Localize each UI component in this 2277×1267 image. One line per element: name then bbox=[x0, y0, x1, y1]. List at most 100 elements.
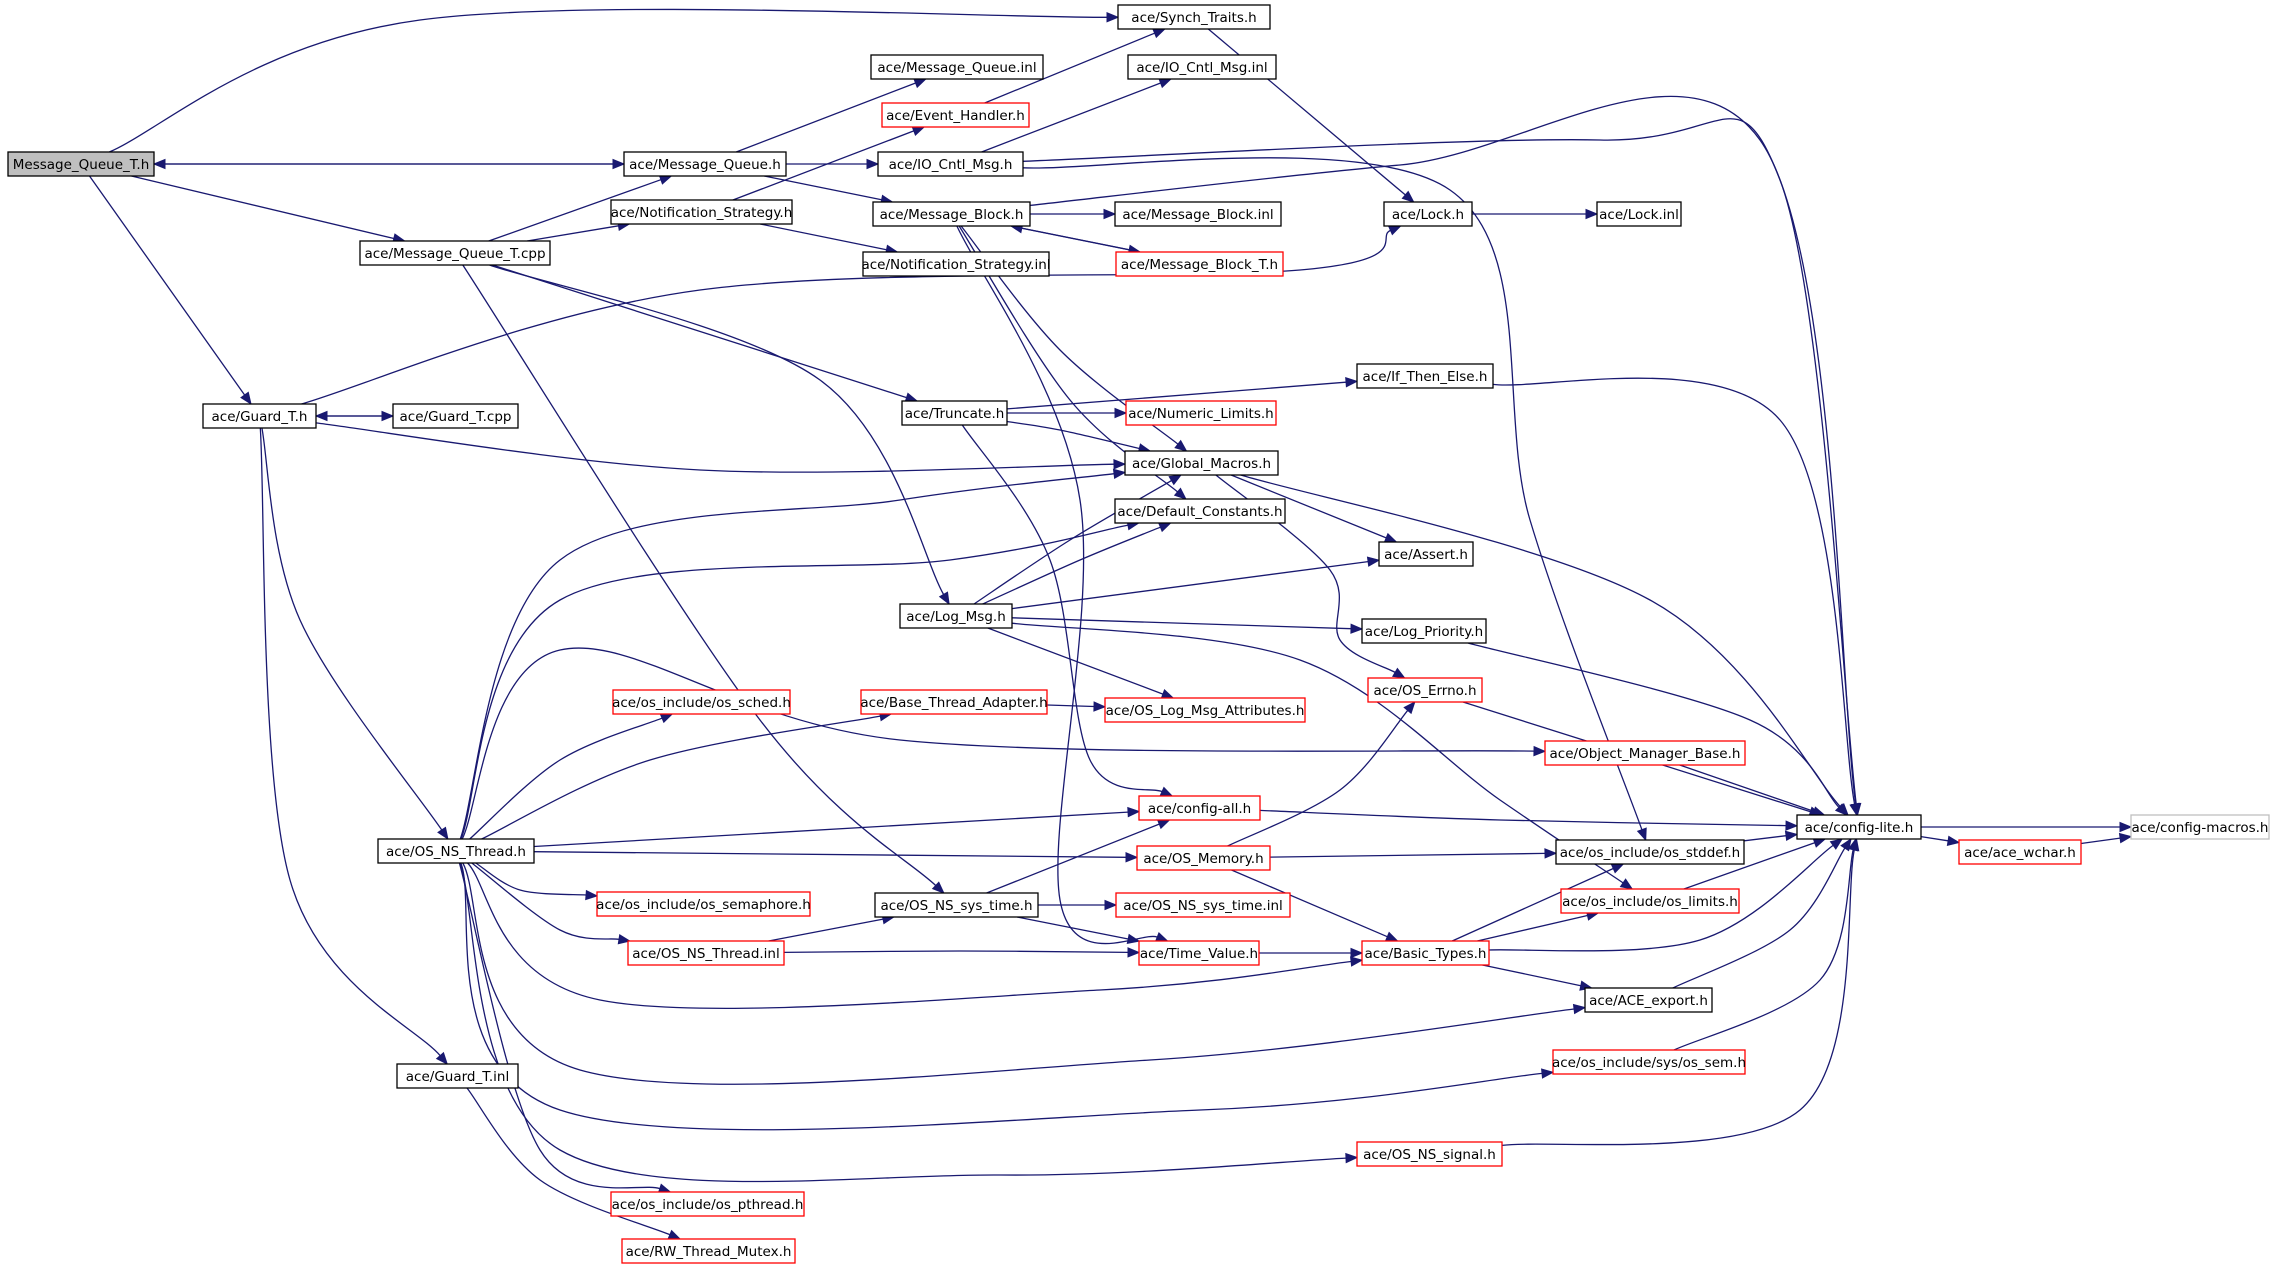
node-os-ns-sys-time-h[interactable]: ace/OS_NS_sys_time.h bbox=[874, 892, 1039, 918]
node-box[interactable] bbox=[612, 689, 791, 715]
node-os-include-sys-os-sem-h[interactable]: ace/os_include/sys/os_sem.h bbox=[1552, 1049, 1746, 1075]
node-box[interactable] bbox=[1114, 201, 1282, 227]
node-box[interactable] bbox=[874, 892, 1039, 918]
node-box[interactable] bbox=[1115, 892, 1291, 918]
node-message-queue-t-h[interactable]: Message_Queue_T.h bbox=[7, 151, 155, 177]
node-box[interactable] bbox=[2130, 814, 2270, 840]
node-box[interactable] bbox=[392, 403, 519, 429]
node-box[interactable] bbox=[1125, 400, 1277, 426]
node-ace-wchar-h[interactable]: ace/ace_wchar.h bbox=[1958, 839, 2082, 865]
node-box[interactable] bbox=[870, 54, 1044, 80]
node-os-ns-thread-h[interactable]: ace/OS_NS_Thread.h bbox=[377, 838, 535, 864]
node-box[interactable] bbox=[202, 403, 317, 429]
node-box[interactable] bbox=[1361, 940, 1490, 966]
node-box[interactable] bbox=[1114, 498, 1286, 524]
node-box[interactable] bbox=[1544, 740, 1746, 766]
node-box[interactable] bbox=[1796, 814, 1922, 840]
node-ace-export-h[interactable]: ace/ACE_export.h bbox=[1584, 987, 1713, 1013]
node-box[interactable] bbox=[1584, 987, 1713, 1013]
node-box[interactable] bbox=[610, 199, 793, 225]
node-box[interactable] bbox=[1104, 697, 1306, 723]
node-message-queue-inl[interactable]: ace/Message_Queue.inl bbox=[870, 54, 1044, 80]
node-os-include-os-pthread-h[interactable]: ace/os_include/os_pthread.h bbox=[610, 1191, 805, 1217]
node-box[interactable] bbox=[1356, 1141, 1503, 1167]
node-if-then-else-h[interactable]: ace/If_Then_Else.h bbox=[1356, 363, 1494, 389]
node-os-include-os-semaphore-h[interactable]: ace/os_include/os_semaphore.h bbox=[596, 891, 811, 917]
node-message-queue-h[interactable]: ace/Message_Queue.h bbox=[623, 151, 787, 177]
node-event-handler-h[interactable]: ace/Event_Handler.h bbox=[881, 102, 1030, 128]
node-box[interactable] bbox=[7, 151, 155, 177]
node-os-memory-h[interactable]: ace/OS_Memory.h bbox=[1136, 845, 1271, 871]
node-box[interactable] bbox=[596, 891, 811, 917]
node-box[interactable] bbox=[1555, 839, 1745, 865]
node-box[interactable] bbox=[1560, 888, 1740, 914]
node-guard-t-h[interactable]: ace/Guard_T.h bbox=[202, 403, 317, 429]
node-box[interactable] bbox=[396, 1063, 519, 1089]
node-box[interactable] bbox=[872, 201, 1031, 227]
node-assert-h[interactable]: ace/Assert.h bbox=[1378, 541, 1474, 567]
node-box[interactable] bbox=[1596, 201, 1682, 227]
node-box[interactable] bbox=[862, 251, 1050, 277]
node-box[interactable] bbox=[1138, 940, 1260, 966]
node-box[interactable] bbox=[610, 1191, 805, 1217]
node-box[interactable] bbox=[1127, 54, 1277, 80]
node-box[interactable] bbox=[1138, 795, 1261, 821]
node-os-include-os-stddef-h[interactable]: ace/os_include/os_stddef.h bbox=[1555, 839, 1745, 865]
node-box[interactable] bbox=[377, 838, 535, 864]
node-os-ns-signal-h[interactable]: ace/OS_NS_signal.h bbox=[1356, 1141, 1503, 1167]
node-box[interactable] bbox=[1115, 251, 1284, 277]
node-box[interactable] bbox=[1136, 845, 1271, 871]
node-lock-h[interactable]: ace/Lock.h bbox=[1383, 201, 1473, 227]
node-config-lite-h[interactable]: ace/config-lite.h bbox=[1796, 814, 1922, 840]
node-message-queue-t-cpp[interactable]: ace/Message_Queue_T.cpp bbox=[359, 240, 551, 266]
node-box[interactable] bbox=[1958, 839, 2082, 865]
node-log-msg-h[interactable]: ace/Log_Msg.h bbox=[899, 603, 1013, 629]
node-base-thread-adapter-h[interactable]: ace/Base_Thread_Adapter.h bbox=[860, 689, 1048, 715]
node-os-errno-h[interactable]: ace/OS_Errno.h bbox=[1367, 677, 1483, 703]
node-box[interactable] bbox=[621, 1238, 796, 1264]
node-box[interactable] bbox=[899, 603, 1013, 629]
node-os-ns-thread-inl[interactable]: ace/OS_NS_Thread.inl bbox=[627, 940, 785, 966]
node-message-block-t-h[interactable]: ace/Message_Block_T.h bbox=[1115, 251, 1284, 277]
node-box[interactable] bbox=[1124, 450, 1279, 476]
node-config-all-h[interactable]: ace/config-all.h bbox=[1138, 795, 1261, 821]
node-numeric-limits-h[interactable]: ace/Numeric_Limits.h bbox=[1125, 400, 1277, 426]
node-box[interactable] bbox=[1367, 677, 1483, 703]
node-os-log-msg-attributes-h[interactable]: ace/OS_Log_Msg_Attributes.h bbox=[1104, 697, 1306, 723]
node-box[interactable] bbox=[1378, 541, 1474, 567]
node-message-block-inl[interactable]: ace/Message_Block.inl bbox=[1114, 201, 1282, 227]
node-box[interactable] bbox=[901, 400, 1008, 426]
node-box[interactable] bbox=[627, 940, 785, 966]
node-box[interactable] bbox=[359, 240, 551, 266]
node-os-ns-sys-time-inl[interactable]: ace/OS_NS_sys_time.inl bbox=[1115, 892, 1291, 918]
node-notification-strategy-inl[interactable]: ace/Notification_Strategy.inl bbox=[861, 251, 1051, 277]
node-guard-t-inl[interactable]: ace/Guard_T.inl bbox=[396, 1063, 519, 1089]
node-truncate-h[interactable]: ace/Truncate.h bbox=[901, 400, 1008, 426]
node-os-include-os-limits-h[interactable]: ace/os_include/os_limits.h bbox=[1560, 888, 1740, 914]
node-os-include-os-sched-h[interactable]: ace/os_include/os_sched.h bbox=[612, 689, 791, 715]
node-synch-traits-h[interactable]: ace/Synch_Traits.h bbox=[1117, 4, 1271, 30]
node-box[interactable] bbox=[877, 151, 1024, 177]
node-box[interactable] bbox=[1552, 1049, 1746, 1075]
node-box[interactable] bbox=[1361, 618, 1487, 644]
node-box[interactable] bbox=[881, 102, 1030, 128]
node-box[interactable] bbox=[1383, 201, 1473, 227]
node-notification-strategy-h[interactable]: ace/Notification_Strategy.h bbox=[610, 199, 793, 225]
node-global-macros-h[interactable]: ace/Global_Macros.h bbox=[1124, 450, 1279, 476]
node-guard-t-cpp[interactable]: ace/Guard_T.cpp bbox=[392, 403, 519, 429]
node-log-priority-h[interactable]: ace/Log_Priority.h bbox=[1361, 618, 1487, 644]
node-box[interactable] bbox=[1356, 363, 1494, 389]
node-rw-thread-mutex-h[interactable]: ace/RW_Thread_Mutex.h bbox=[621, 1238, 796, 1264]
node-io-cntl-msg-h[interactable]: ace/IO_Cntl_Msg.h bbox=[877, 151, 1024, 177]
node-config-macros-h[interactable]: ace/config-macros.h bbox=[2130, 814, 2270, 840]
node-lock-inl[interactable]: ace/Lock.inl bbox=[1596, 201, 1682, 227]
node-message-block-h[interactable]: ace/Message_Block.h bbox=[872, 201, 1031, 227]
node-io-cntl-msg-inl[interactable]: ace/IO_Cntl_Msg.inl bbox=[1127, 54, 1277, 80]
node-time-value-h[interactable]: ace/Time_Value.h bbox=[1138, 940, 1260, 966]
node-box[interactable] bbox=[1117, 4, 1271, 30]
node-box[interactable] bbox=[860, 689, 1048, 715]
node-box[interactable] bbox=[623, 151, 787, 177]
node-object-manager-base-h[interactable]: ace/Object_Manager_Base.h bbox=[1544, 740, 1746, 766]
node-basic-types-h[interactable]: ace/Basic_Types.h bbox=[1361, 940, 1490, 966]
node-default-constants-h[interactable]: ace/Default_Constants.h bbox=[1114, 498, 1286, 524]
